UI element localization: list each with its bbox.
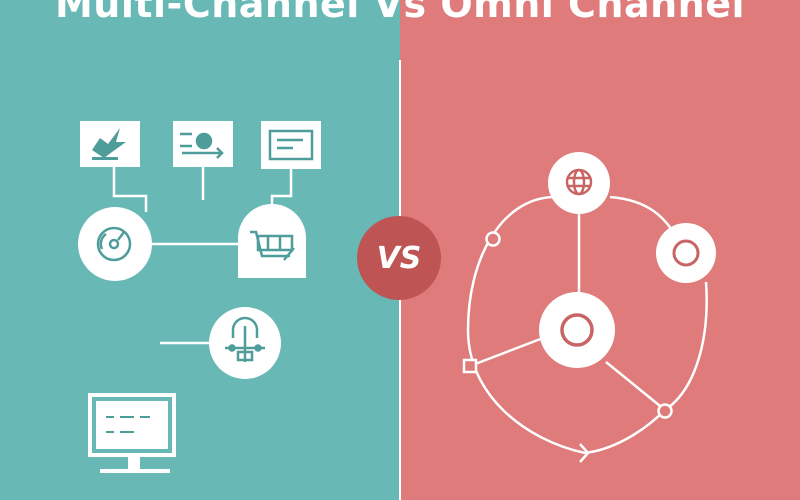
page-title: Multi-Channel Vs Omni Channel: [0, 0, 800, 26]
title-multi-channel: Multi-Channel: [54, 0, 360, 26]
title-omni-channel: Omni Channel: [440, 0, 746, 26]
tap-channel-node: [209, 307, 281, 379]
omni-loop-arrowhead: [579, 443, 590, 463]
vs-badge: VS: [357, 216, 441, 300]
profile-transfer-icon: [180, 132, 224, 159]
omni-loop-bottom: [584, 409, 666, 455]
vs-badge-label: VS: [376, 240, 422, 276]
cart-icon: [250, 230, 295, 261]
ring-channel-node: [656, 223, 716, 283]
omni-channel-diagram: [462, 152, 716, 463]
globe-channel-node: [548, 152, 610, 214]
omni-loop-top-right: [609, 195, 674, 231]
connector-message: [270, 169, 293, 208]
omni-loop-right: [664, 281, 708, 412]
disc-channel-node: [78, 207, 152, 281]
spoke-hub-left: [469, 336, 544, 368]
multi-channel-panel: [0, 0, 400, 500]
title-vs: Vs: [373, 0, 427, 26]
desktop-monitor-icon: [88, 393, 176, 473]
profile-channel-box: [173, 121, 233, 167]
hub-node-icon: [560, 313, 594, 347]
twitter-bird-icon: [92, 128, 126, 160]
message-channel-box: [261, 121, 321, 169]
multi-channel-diagram: [112, 167, 293, 345]
twitter-channel-box: [80, 121, 140, 167]
cart-channel-node: [238, 204, 306, 278]
ring-node-icon: [672, 239, 700, 267]
junction-node-left: [462, 358, 478, 374]
omni-channel-panel: [400, 0, 800, 500]
disc-icon: [96, 226, 132, 262]
spoke-hub-bottom: [605, 361, 666, 411]
junction-node-bottom-right: [657, 403, 673, 419]
message-card-icon: [268, 129, 314, 161]
connector-twitter: [112, 167, 148, 212]
omni-loop-left: [466, 195, 586, 455]
globe-icon: [565, 168, 593, 196]
junction-node-top-left: [485, 231, 501, 247]
tap-press-icon: [225, 316, 265, 362]
hub-channel-node: [539, 292, 615, 368]
